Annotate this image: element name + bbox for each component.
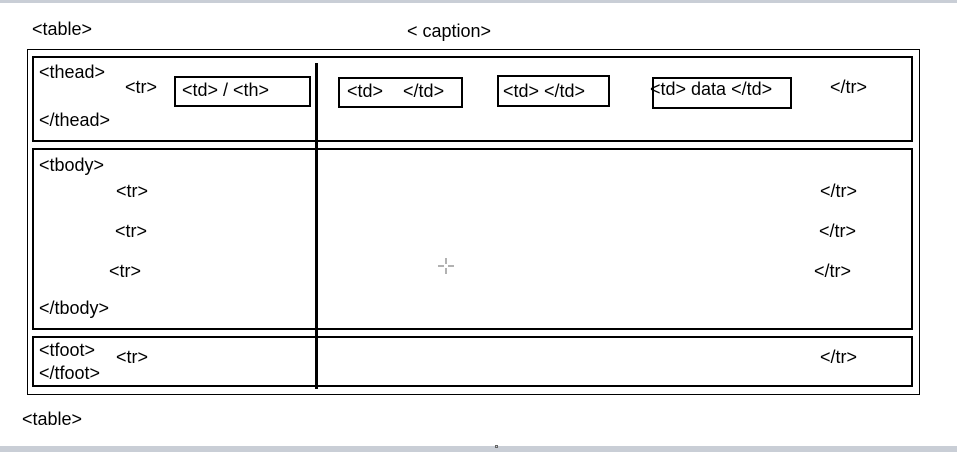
header-cell-td-data: <td> data </td> (650, 77, 792, 109)
table-outer-frame (27, 49, 920, 395)
tfoot-tr-close-label: </tr> (820, 347, 858, 367)
table-open-label: <table> (32, 19, 93, 39)
thead-close-label: </thead> (39, 110, 111, 130)
thead-tr-open-label: <tr> (125, 77, 158, 97)
column-divider-line (315, 63, 318, 389)
tfoot-close-label: </tfoot> (39, 363, 101, 383)
tbody-close-label: </tbody> (39, 298, 110, 318)
crosshair-cursor-icon (438, 258, 454, 274)
tbody-section (32, 148, 913, 330)
caption-label: < caption> (407, 21, 492, 41)
header-cell-td-2: <td> </td> (497, 75, 610, 107)
resize-handle-icon[interactable] (495, 445, 498, 448)
window-top-edge (0, 0, 957, 3)
tbody-open-label: <tbody> (39, 155, 105, 175)
tfoot-open-label: <tfoot> (39, 340, 96, 360)
tbody-row-3-open: <tr> (109, 261, 142, 281)
header-cell-td-th: <td> / <th> (174, 76, 311, 107)
tbody-row-1-open: <tr> (116, 181, 149, 201)
thead-section (32, 56, 913, 142)
tbody-row-1-close: </tr> (820, 181, 858, 201)
window-bottom-edge (0, 446, 957, 452)
tbody-row-2-open: <tr> (115, 221, 148, 241)
thead-tr-close-label: </tr> (830, 77, 868, 97)
tbody-row-2-close: </tr> (819, 221, 857, 241)
tfoot-section (32, 336, 913, 387)
tfoot-tr-open-label: <tr> (116, 347, 149, 367)
tbody-row-3-close: </tr> (814, 261, 852, 281)
table-close-label: <table> (22, 409, 83, 429)
thead-open-label: <thead> (39, 62, 106, 82)
header-cell-td-1: <td> </td> (338, 77, 463, 108)
